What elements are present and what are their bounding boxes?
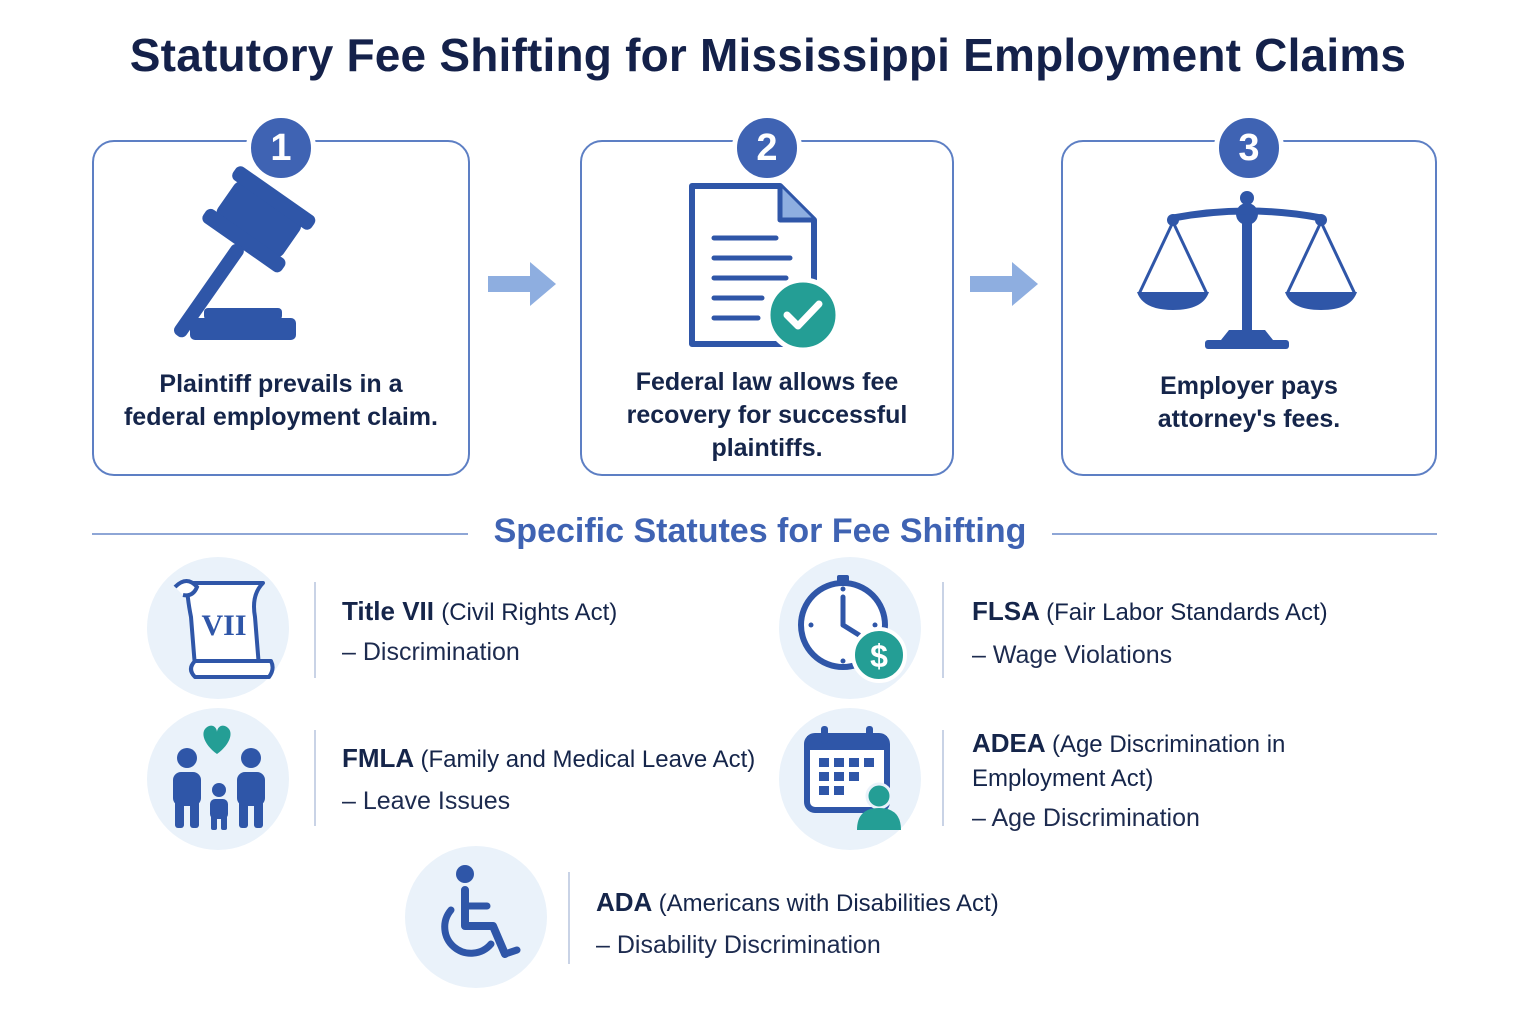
statute-full-name: (Age Discrimination in — [1051, 731, 1286, 758]
step-text-line: attorney's fees. — [1157, 405, 1341, 433]
statute-full-name: (Civil Rights Act) — [441, 599, 618, 626]
clock-dollar-icon: $ — [798, 575, 907, 683]
scales-of-justice-icon — [1137, 191, 1357, 349]
right-arrow-icon — [970, 262, 1038, 306]
statute-full-name: (Americans with Disabilities Act) — [658, 890, 999, 917]
statute-title: Title VII (Civil Rights Act) — [342, 594, 617, 630]
family-heart-icon — [173, 725, 265, 830]
statute-icon-circle: $ — [779, 557, 921, 699]
statute-description: – Wage Violations — [972, 641, 1173, 669]
statute-divider — [314, 730, 316, 826]
step-card-2: 2 Federal law allows fee recovery for su… — [580, 113, 954, 476]
calendar-person-icon — [804, 726, 901, 830]
statute-icon-circle — [405, 846, 547, 988]
step-card-3: 3 Employer pays attorney's fees. — [1061, 113, 1437, 476]
statute-title: FMLA (Family and Medical Leave Act) — [342, 741, 755, 777]
statute-divider — [942, 730, 944, 826]
statute-icon-circle: VII — [147, 557, 289, 699]
statute-abbr: ADA — [596, 887, 652, 917]
statute-icon-circle — [147, 708, 289, 850]
dollar-sign: $ — [870, 638, 888, 674]
wheelchair-icon — [441, 865, 521, 958]
statute-title: FLSA (Fair Labor Standards Act) — [972, 594, 1328, 630]
step-text-line: federal employment claim. — [123, 403, 438, 431]
statute-abbr: FMLA — [342, 743, 414, 773]
approved-document-icon — [689, 183, 841, 352]
page-title: Statutory Fee Shifting for Mississippi E… — [129, 29, 1407, 81]
gavel-icon — [174, 166, 316, 340]
statute-description: – Leave Issues — [342, 787, 511, 815]
right-arrow-icon — [488, 262, 556, 306]
step-card-1: 1 Plaintiff prevails in a federal employ… — [92, 113, 470, 476]
statute-divider — [568, 872, 570, 964]
statute-description: – Age Discrimination — [972, 804, 1200, 832]
scroll-vii-icon: VII — [173, 579, 275, 679]
step-text-line: recovery for successful — [626, 401, 908, 429]
section-title: Specific Statutes for Fee Shifting — [493, 512, 1027, 550]
statute-abbr: ADEA — [972, 728, 1045, 758]
step-number-badge: 1 — [246, 113, 316, 183]
statute-full-name: Employment Act) — [972, 765, 1154, 792]
step-text-line: Federal law allows fee — [635, 368, 899, 396]
step-text-line: Plaintiff prevails in a — [159, 370, 403, 398]
statute-icon-circle — [779, 708, 921, 850]
statute-abbr: FLSA — [972, 596, 1039, 626]
section-divider — [1052, 533, 1437, 535]
statute-title: ADEA (Age Discrimination in Employment A… — [972, 726, 1285, 796]
scroll-text: VII — [201, 609, 246, 642]
statute-divider — [942, 582, 944, 678]
statute-full-name: (Family and Medical Leave Act) — [420, 746, 756, 773]
step-text-line: plaintiffs. — [711, 434, 823, 462]
step-text: Plaintiff prevails in a federal employme… — [104, 368, 458, 434]
section-divider — [92, 533, 468, 535]
statute-abbr: Title VII — [342, 596, 434, 626]
step-text-line: Employer pays — [1160, 372, 1338, 400]
step-text: Employer pays attorney's fees. — [1073, 370, 1425, 436]
statute-full-name: (Fair Labor Standards Act) — [1046, 599, 1328, 626]
step-text: Federal law allows fee recovery for succ… — [592, 366, 942, 465]
statute-title: ADA (Americans with Disabilities Act) — [596, 885, 999, 921]
statute-divider — [314, 582, 316, 678]
statute-description: – Disability Discrimination — [596, 931, 881, 959]
step-number-badge: 2 — [732, 113, 802, 183]
step-number-badge: 3 — [1214, 113, 1284, 183]
statute-description: – Discrimination — [342, 638, 520, 666]
